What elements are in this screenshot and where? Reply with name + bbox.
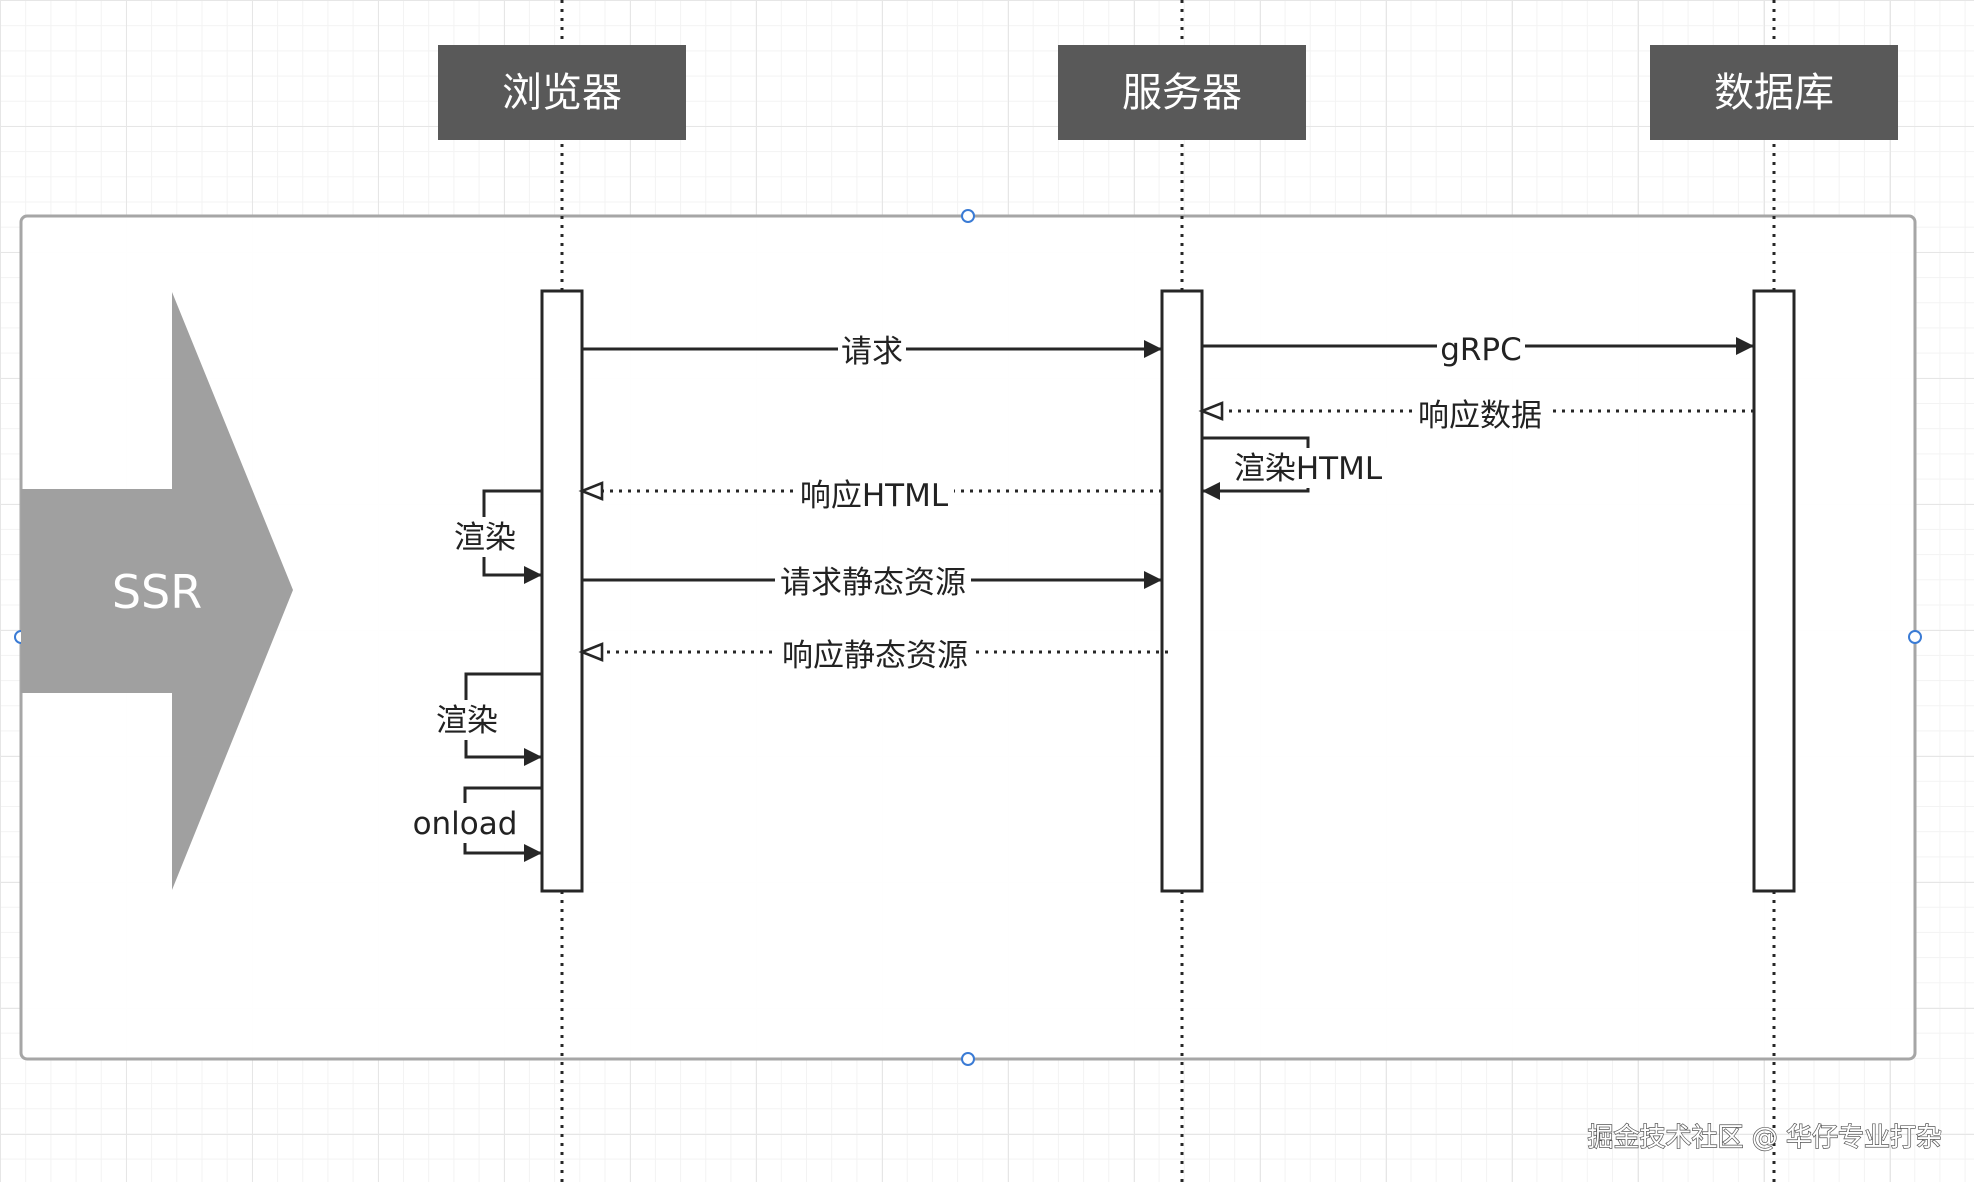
activation-browser — [540, 289, 584, 893]
actor-server[interactable]: 服务器 — [1058, 45, 1306, 140]
message-render-2-label: 渲染 — [436, 703, 498, 739]
message-response-html-label: 响应HTML — [800, 478, 949, 514]
message-response-html[interactable]: 响应HTML — [578, 474, 1162, 514]
message-response-static[interactable]: 响应静态资源 — [578, 634, 1168, 674]
message-grpc[interactable]: gRPC — [1202, 328, 1754, 368]
message-request-static[interactable]: 请求静态资源 — [582, 561, 1162, 601]
activation-server — [1160, 289, 1204, 893]
actor-browser[interactable]: 浏览器 — [438, 45, 686, 140]
message-render-1-label: 渲染 — [454, 520, 516, 556]
message-render-1[interactable]: 渲染 — [450, 489, 542, 584]
message-onload-label: onload — [413, 806, 518, 842]
message-request[interactable]: 请求 — [582, 330, 1162, 370]
actor-server-label: 服务器 — [1122, 70, 1242, 116]
ssr-label: SSR — [112, 565, 202, 619]
watermark: 掘金技术社区 @ 华仔专业打杂 — [1587, 1123, 1942, 1153]
message-render-2[interactable]: 渲染 — [432, 672, 542, 766]
lifelines-in-frame — [560, 216, 1776, 1059]
activation-database — [1752, 289, 1796, 893]
message-grpc-label: gRPC — [1440, 332, 1522, 368]
message-onload[interactable]: onload — [410, 786, 542, 862]
frame-handle-right[interactable] — [1908, 630, 1922, 644]
actor-database-label: 数据库 — [1714, 70, 1834, 116]
message-request-static-label: 请求静态资源 — [780, 565, 966, 601]
ssr-phase-arrow: SSR — [21, 292, 293, 890]
message-response-static-label: 响应静态资源 — [782, 638, 968, 674]
message-render-html-label: 渲染HTML — [1234, 451, 1383, 487]
actor-database[interactable]: 数据库 — [1650, 45, 1898, 140]
message-request-label: 请求 — [841, 334, 903, 370]
actor-browser-label: 浏览器 — [502, 70, 622, 116]
message-render-html[interactable]: 渲染HTML — [1202, 436, 1388, 500]
message-response-data[interactable]: 响应数据 — [1198, 394, 1754, 434]
frame-handle-bottom[interactable] — [961, 1052, 975, 1066]
frame-handle-top[interactable] — [961, 209, 975, 223]
message-response-data-label: 响应数据 — [1418, 398, 1542, 434]
